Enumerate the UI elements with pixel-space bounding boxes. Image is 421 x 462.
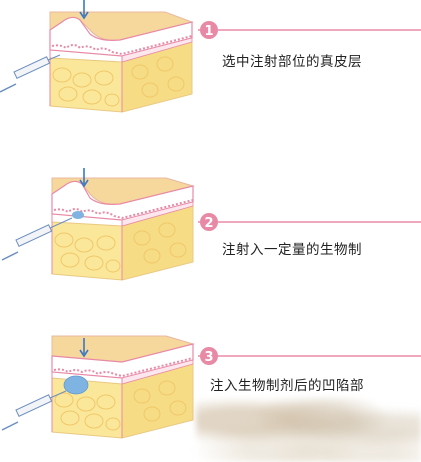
syringe-icon (1, 390, 67, 431)
filler-blob (63, 375, 89, 395)
number-badge-icon: 2 (200, 213, 218, 231)
svg-text:1: 1 (204, 24, 213, 39)
skin-block-diagram-3: 3 (1, 335, 421, 439)
step-caption: 注入生物制剂后的凹陷部 (210, 378, 364, 394)
svg-text:2: 2 (204, 216, 213, 231)
blurred-watermark (196, 398, 421, 462)
down-arrow-icon (79, 338, 89, 358)
skin-block-diagram-2: 2 (1, 168, 421, 281)
step-1: 1 选中注射部位的真皮层 (0, 0, 421, 150)
dermis-layer (49, 16, 193, 57)
step-2: 2 注射入一定量的生物制 (0, 158, 421, 308)
down-arrow-icon (79, 168, 89, 188)
step-caption: 注射入一定量的生物制 (222, 242, 362, 258)
syringe-icon (1, 217, 73, 261)
down-arrow-icon (79, 0, 89, 20)
svg-text:3: 3 (204, 350, 213, 365)
fat-layer (49, 57, 123, 113)
number-badge-icon: 1 (200, 21, 218, 39)
number-badge-icon: 3 (200, 347, 218, 365)
syringe-icon (0, 54, 61, 93)
step-caption: 选中注射部位的真皮层 (222, 54, 362, 70)
skin-block-diagram-1: 1 (0, 0, 421, 113)
step-3: 3 注入生物制剂后的凹陷部 (0, 312, 421, 462)
filler-droplet (72, 211, 84, 219)
